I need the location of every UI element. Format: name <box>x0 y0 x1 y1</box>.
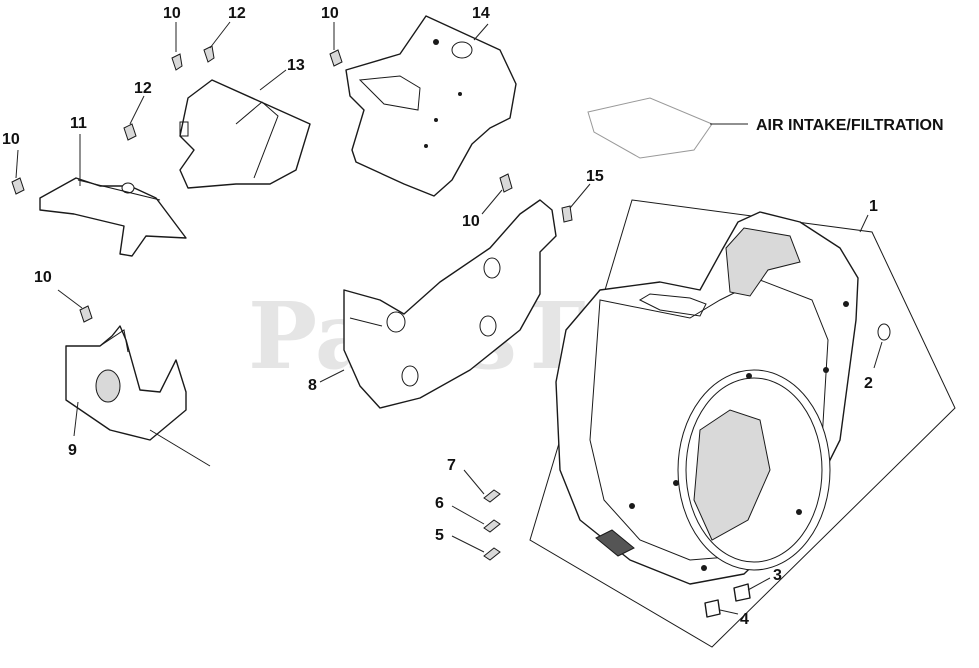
part-10-screw-c[interactable] <box>11 177 25 195</box>
screw-7-shape <box>483 489 501 503</box>
part-1-callout-frame <box>529 199 956 648</box>
callout-10-bracket[interactable]: 10 <box>34 269 52 286</box>
screw-10c-shape <box>11 177 25 195</box>
air-intake-label: AIR INTAKE/FILTRATION <box>756 117 944 134</box>
screw-10a-shape <box>171 53 183 71</box>
callout-14[interactable]: 14 <box>472 5 490 22</box>
part-2-plug[interactable] <box>877 323 891 341</box>
baffle-edge-line <box>349 317 383 327</box>
air-intake-reference[interactable]: AIR INTAKE/FILTRATION <box>587 97 944 159</box>
callout-3[interactable]: 3 <box>773 567 782 584</box>
bracket-11-hole <box>121 182 135 194</box>
shroud-14-body <box>345 15 517 197</box>
housing-bottom-tab <box>595 529 635 557</box>
baffle-hole-3 <box>483 257 501 279</box>
callout-15[interactable]: 15 <box>586 168 604 185</box>
screw-10b-shape <box>329 49 343 67</box>
baffle-hole-2 <box>479 315 497 337</box>
clip-15-shape <box>561 205 573 223</box>
part-1-blower-housing[interactable] <box>529 199 956 648</box>
callouts: 1 2 3 4 5 6 7 8 9 10 10 10 10 10 11 12 1… <box>2 5 878 628</box>
part-13-shield[interactable] <box>179 79 311 189</box>
part-8-baffle[interactable] <box>343 199 557 409</box>
air-intake-ghost-part <box>587 97 713 159</box>
callout-8[interactable]: 8 <box>308 377 317 394</box>
shield-13-fold <box>235 101 279 179</box>
bracket-11-body <box>39 177 187 257</box>
screw-10e-shape <box>79 305 93 323</box>
leader-lines <box>15 21 883 615</box>
shield-13-body <box>179 79 311 189</box>
part-6-screw[interactable] <box>483 519 501 533</box>
shield-13-slot <box>179 121 189 137</box>
part-12-screw-a[interactable] <box>203 45 215 63</box>
callout-7[interactable]: 7 <box>447 457 456 474</box>
callout-9[interactable]: 9 <box>68 442 77 459</box>
callout-10-top[interactable]: 10 <box>163 5 181 22</box>
callout-10-left[interactable]: 10 <box>2 131 20 148</box>
part-10-screw-b[interactable] <box>329 49 343 67</box>
screw-6-shape <box>483 519 501 533</box>
screw-5-shape <box>483 547 501 561</box>
part-4-clip[interactable] <box>704 599 721 618</box>
bracket-9-tab <box>99 329 129 353</box>
part-3-clip[interactable] <box>733 583 751 602</box>
callout-6[interactable]: 6 <box>435 495 444 512</box>
part-9-bracket[interactable] <box>65 325 211 467</box>
baffle-hole-4 <box>401 365 419 387</box>
callout-12-top[interactable]: 12 <box>228 5 246 22</box>
part-14-shroud[interactable] <box>345 15 517 197</box>
part-10-screw-d[interactable] <box>499 173 513 193</box>
housing-top-flange <box>638 293 707 317</box>
part-11-bracket[interactable] <box>39 177 187 257</box>
callout-11[interactable]: 11 <box>70 115 87 132</box>
part-12-screw-b[interactable] <box>123 123 137 141</box>
part-5-screw[interactable] <box>483 547 501 561</box>
shroud-14-inner-flange <box>358 75 421 111</box>
housing-inner-shadow <box>693 409 771 541</box>
callout-10-shroud[interactable]: 10 <box>321 5 339 22</box>
part-15-clip[interactable] <box>561 205 573 223</box>
screw-12b-shape <box>123 123 137 141</box>
plug-shape <box>877 323 891 341</box>
bracket-11-edge <box>77 179 161 201</box>
part-10-screw-a[interactable] <box>171 53 183 71</box>
bracket-9-body <box>65 325 187 441</box>
housing-top-chute <box>725 227 801 297</box>
baffle-body <box>343 199 557 409</box>
shroud-14-hole <box>451 41 473 59</box>
callout-2[interactable]: 2 <box>864 375 873 392</box>
callout-13[interactable]: 13 <box>287 57 305 74</box>
housing-fan-opening-lip <box>685 377 823 563</box>
part-10-screw-e[interactable] <box>79 305 93 323</box>
callout-4[interactable]: 4 <box>740 611 749 628</box>
part-7-screw[interactable] <box>483 489 501 503</box>
bracket-9-edge <box>149 429 211 467</box>
screw-12a-shape <box>203 45 215 63</box>
callout-1[interactable]: 1 <box>869 198 878 215</box>
screw-10d-shape <box>499 173 513 193</box>
callout-10-baffle[interactable]: 10 <box>462 213 480 230</box>
baffle-hole-1 <box>386 311 406 333</box>
bracket-9-hole <box>95 369 121 403</box>
clip-4-shape <box>704 599 721 618</box>
callout-5[interactable]: 5 <box>435 527 444 544</box>
clip-3-shape <box>733 583 751 602</box>
callout-12-left[interactable]: 12 <box>134 80 152 97</box>
